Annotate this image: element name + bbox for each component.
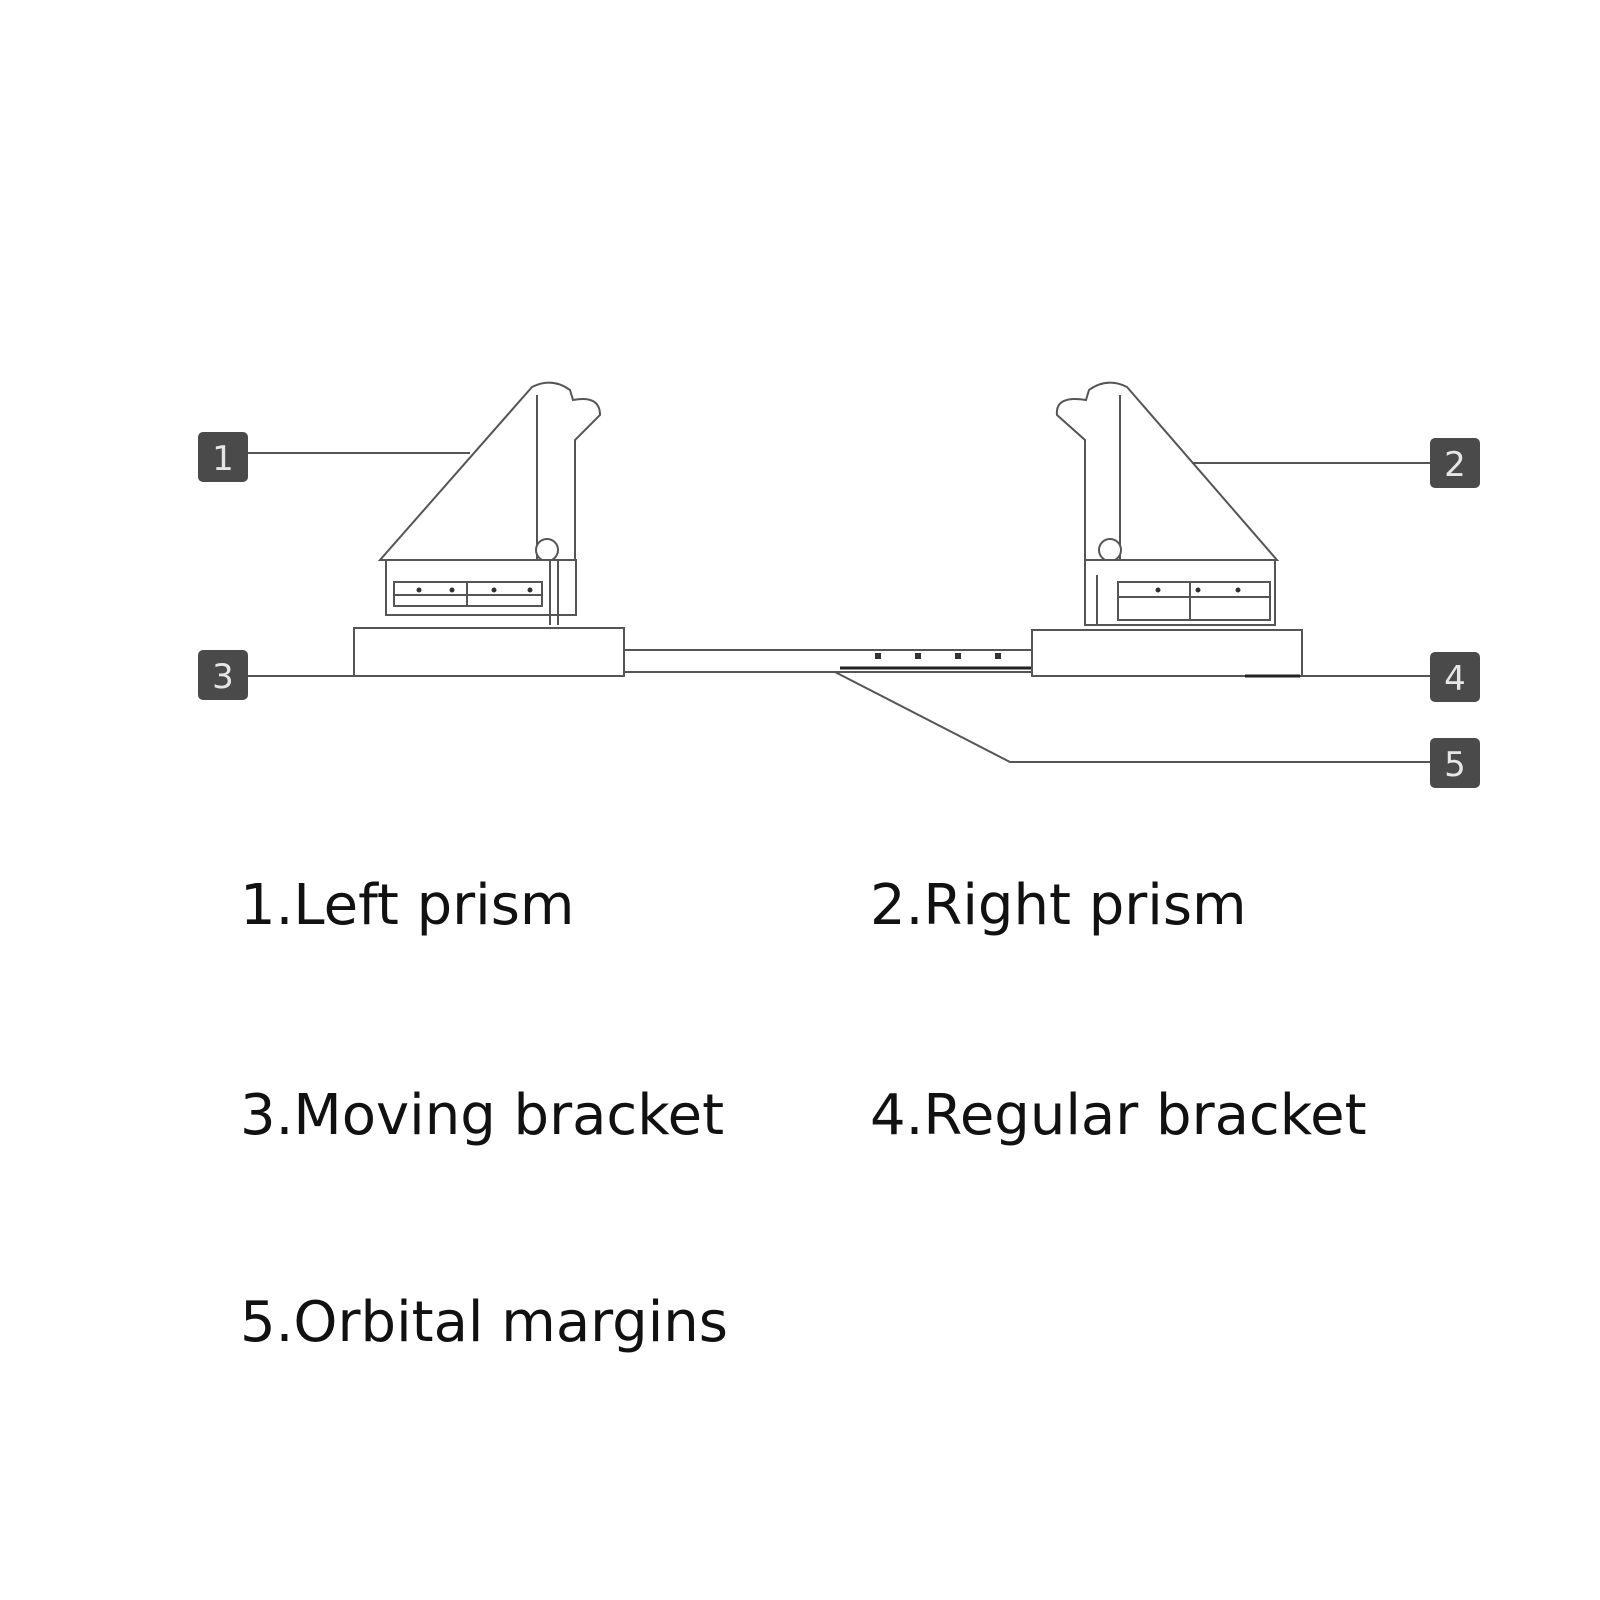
callout-1: 1 [198, 432, 248, 482]
callout-2: 2 [1430, 438, 1480, 488]
callout-number: 1 [212, 439, 234, 479]
legend-item-orbital-margins: 5.Orbital margins [240, 1290, 728, 1355]
callout-number: 4 [1444, 659, 1466, 699]
legend-item-left-prism: 1.Left prism [240, 873, 575, 938]
regular-bracket [1031, 629, 1303, 677]
callout-badge [198, 650, 248, 700]
right-prism-marks [1155, 587, 1241, 593]
leader-lines [248, 452, 1430, 763]
legend-item-right-prism: 2.Right prism [870, 873, 1247, 938]
leader-line-5 [834, 671, 1430, 763]
callout-number: 5 [1444, 745, 1466, 785]
legend-item-regular-bracket: 4.Regular bracket [870, 1083, 1367, 1148]
callout-number: 3 [212, 657, 234, 697]
rail-marks [875, 653, 1001, 659]
orbital-rail [619, 649, 1041, 673]
callout-badge [1430, 438, 1480, 488]
callout-badge [1430, 738, 1480, 788]
callout-5: 5 [1430, 738, 1480, 788]
right-prism [1055, 381, 1280, 626]
left-prism [377, 381, 602, 625]
callout-3: 3 [198, 650, 248, 700]
callout-badge [1430, 652, 1480, 702]
legend-item-moving-bracket: 3.Moving bracket [240, 1083, 725, 1148]
callout-4: 4 [1430, 652, 1480, 702]
callout-number: 2 [1444, 445, 1466, 485]
left-prism-marks [416, 587, 533, 593]
moving-bracket [353, 627, 625, 677]
callout-badge [198, 432, 248, 482]
